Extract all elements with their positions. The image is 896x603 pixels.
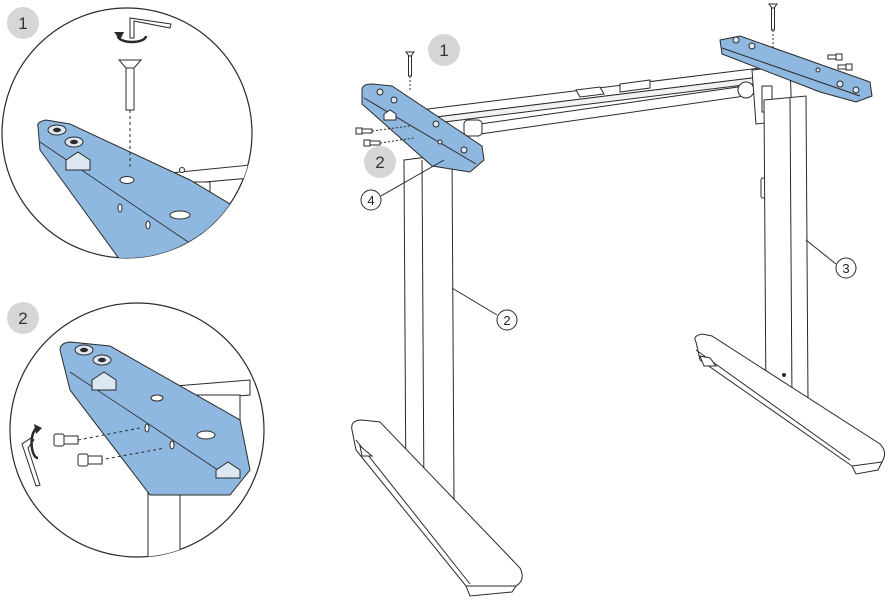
countersunk-screw-icon [405,51,415,77]
step-badge-2-main: 2 [364,146,396,178]
countersunk-screw-icon [768,3,778,31]
bracket [37,119,241,258]
step-badge-2: 2 [7,302,39,334]
desk-frame [351,35,886,597]
leg-left [403,153,455,505]
hex-key-icon [129,17,172,39]
detail-view-step-2 [9,302,265,558]
detail-view-step-1 [1,7,253,259]
leg-right [763,95,809,405]
step-badge-1-main: 1 [428,34,460,66]
rotate-arrow-icon [30,424,42,460]
bracket-right [719,35,873,103]
rotate-arrow-icon [114,32,148,44]
part-callout-2: 2 [451,287,518,331]
bolt-icon [355,53,853,147]
svg-text:1: 1 [18,14,27,33]
bolt-icon [53,433,79,447]
countersunk-screw-icon [117,59,143,111]
bolt-icon [77,453,103,467]
svg-text:1: 1 [439,41,448,60]
svg-text:2: 2 [18,309,27,328]
svg-text:3: 3 [842,261,849,276]
svg-text:2: 2 [503,313,510,328]
part-callout-3: 3 [805,239,857,279]
bracket-left [361,83,485,173]
svg-text:4: 4 [367,193,374,208]
part-callout-4: 4 [360,159,445,211]
step-badge-1: 1 [7,7,39,39]
svg-text:2: 2 [375,153,384,172]
